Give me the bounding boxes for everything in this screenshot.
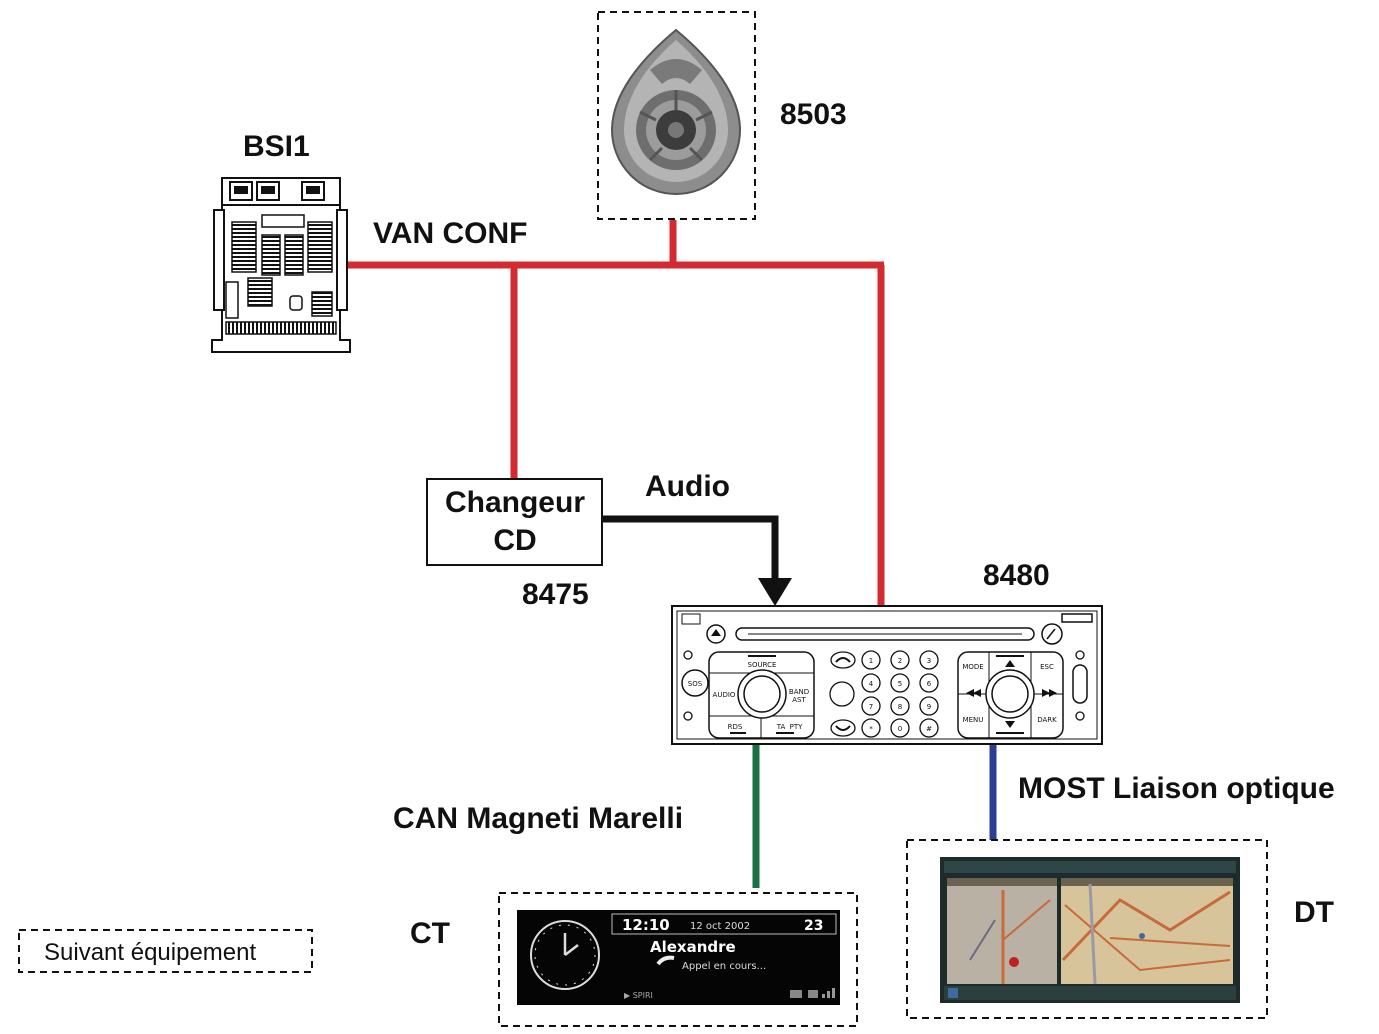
svg-text:0: 0 bbox=[898, 725, 902, 733]
dt-screen bbox=[940, 857, 1240, 1003]
btn-menu-label: MENU bbox=[963, 716, 984, 724]
svg-text:6: 6 bbox=[927, 680, 932, 688]
cd-changer-id: 8475 bbox=[522, 578, 589, 611]
cd-changer-box bbox=[426, 478, 603, 566]
cd-changer-line2: CD bbox=[493, 524, 536, 557]
btn-audio-label: AUDIO bbox=[713, 691, 736, 699]
ct-call-status: Appel en cours... bbox=[682, 961, 766, 972]
legend-box bbox=[18, 929, 313, 973]
ct-box bbox=[498, 892, 858, 1027]
svg-text:9: 9 bbox=[927, 703, 931, 711]
van-conf-bus bbox=[346, 220, 885, 606]
cd-changer-line1: Changeur bbox=[445, 486, 585, 519]
dt-box bbox=[906, 839, 1268, 1019]
bsi-module bbox=[211, 177, 351, 353]
svg-text:3: 3 bbox=[927, 657, 931, 665]
can-label: CAN Magneti Marelli bbox=[393, 802, 683, 835]
ct-time: 12:10 bbox=[622, 916, 670, 934]
svg-text:7: 7 bbox=[869, 703, 873, 711]
bsi-label: BSI1 bbox=[243, 130, 310, 163]
ct-screen: ▶ SPIRI bbox=[517, 910, 840, 1005]
steering-wheel-control bbox=[610, 28, 742, 195]
radio-id: 8480 bbox=[983, 559, 1050, 592]
btn-dark-label: DARK bbox=[1037, 716, 1057, 724]
btn-sos-label: SOS bbox=[688, 680, 703, 688]
btn-source-label: SOURCE bbox=[748, 661, 777, 669]
dt-label: DT bbox=[1294, 896, 1334, 929]
audio-label: Audio bbox=[645, 470, 730, 503]
svg-text:*: * bbox=[869, 725, 873, 733]
btn-pty-label: PTY bbox=[790, 723, 803, 731]
btn-esc-label: ESC bbox=[1040, 663, 1054, 671]
btn-rds-label: RDS bbox=[728, 723, 743, 731]
ct-label: CT bbox=[410, 917, 450, 950]
most-label: MOST Liaison optique bbox=[1018, 772, 1335, 805]
ct-temp: 23 bbox=[804, 918, 823, 934]
svg-text:#: # bbox=[926, 725, 932, 733]
radio-unit: 1 2 3 4 5 6 7 8 9 * 0 # bbox=[671, 605, 1103, 745]
btn-ta-label: TA bbox=[776, 723, 786, 731]
btn-mode-label: MODE bbox=[962, 663, 983, 671]
van-conf-label: VAN CONF bbox=[373, 217, 527, 250]
sw-control-box bbox=[597, 11, 756, 220]
svg-text:▶ SPIRI: ▶ SPIRI bbox=[624, 991, 653, 1000]
btn-ast-label: AST bbox=[792, 696, 806, 704]
ct-caller-name: Alexandre bbox=[650, 938, 736, 956]
svg-text:5: 5 bbox=[898, 680, 902, 688]
svg-text:1: 1 bbox=[869, 657, 873, 665]
ct-date: 12 oct 2002 bbox=[690, 921, 750, 932]
audio-link bbox=[603, 515, 792, 606]
legend-label: Suivant équipement bbox=[44, 939, 256, 966]
sw-control-label: 8503 bbox=[780, 98, 847, 131]
svg-text:8: 8 bbox=[898, 703, 902, 711]
svg-text:2: 2 bbox=[898, 657, 902, 665]
btn-band-label: BAND bbox=[789, 688, 809, 696]
svg-text:4: 4 bbox=[869, 680, 874, 688]
